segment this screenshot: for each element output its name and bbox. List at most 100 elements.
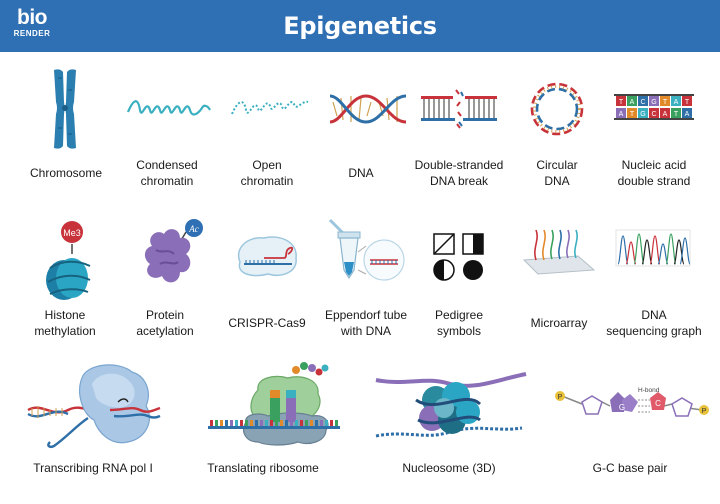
nucleotide-bottom bbox=[627, 108, 637, 118]
microarray-icon bbox=[522, 226, 596, 276]
nucleotide-letter: T bbox=[619, 99, 624, 106]
mrna-base bbox=[285, 420, 288, 426]
label-condensed-chromatin: Condensed chromatin bbox=[136, 158, 198, 188]
label-rna-pol-i: Transcribing RNA pol I bbox=[33, 461, 153, 475]
open-chromatin-icon bbox=[230, 92, 310, 122]
label-nucleic-acid: Nucleic acid double strand bbox=[617, 158, 691, 188]
guanine-label: G bbox=[619, 403, 625, 412]
phosphate-right: P bbox=[702, 408, 707, 415]
dna-break-icon bbox=[421, 88, 497, 130]
chromosome-icon bbox=[50, 68, 80, 150]
label-eppendorf-tube: Eppendorf tube with DNA bbox=[324, 308, 408, 338]
dna-helix-icon bbox=[329, 92, 407, 126]
mrna-base bbox=[255, 420, 258, 426]
mrna-base bbox=[260, 420, 263, 426]
nucleotide-bottom bbox=[660, 108, 670, 118]
logo-subtext: RENDER bbox=[13, 29, 51, 38]
gc-base-pair-icon: P G H-bond C P bbox=[552, 384, 712, 434]
label-translating-ribosome: Translating ribosome bbox=[207, 461, 319, 475]
nucleotide-top bbox=[616, 96, 626, 106]
label-crispr-cas9: CRISPR-Cas9 bbox=[228, 316, 306, 330]
label-dna: DNA bbox=[348, 166, 374, 180]
label-dna-break: Double-stranded DNA break bbox=[414, 158, 504, 188]
nucleotide-top bbox=[649, 96, 659, 106]
nucleotide-letter: A bbox=[685, 111, 690, 118]
mrna-base bbox=[215, 420, 218, 426]
nucleotide-top bbox=[627, 96, 637, 106]
mrna-base bbox=[245, 420, 248, 426]
label-gc-base-pair: G-C base pair bbox=[592, 461, 668, 475]
nucleotide-letter: T bbox=[674, 111, 679, 118]
nucleotide-bottom bbox=[649, 108, 659, 118]
nucleotide-bottom bbox=[616, 108, 626, 118]
nucleosome-3d-icon bbox=[375, 370, 527, 442]
histone-methylation-icon: Me3 bbox=[42, 220, 96, 300]
label-microarray: Microarray bbox=[530, 316, 588, 330]
mrna-base bbox=[225, 420, 228, 426]
label-open-chromatin: Open chromatin bbox=[240, 158, 294, 188]
mrna-base bbox=[240, 420, 243, 426]
mrna-base bbox=[300, 420, 303, 426]
mrna-base bbox=[230, 420, 233, 426]
mrna-base bbox=[305, 420, 308, 426]
logo-text: bio bbox=[17, 6, 48, 29]
label-protein-acetylation: Protein acetylation bbox=[136, 308, 194, 338]
condensed-chromatin-icon bbox=[126, 94, 212, 122]
nucleotide-bottom bbox=[638, 108, 648, 118]
mrna-base bbox=[290, 420, 293, 426]
mrna-base bbox=[270, 420, 273, 426]
cytosine-label: C bbox=[655, 399, 661, 408]
mrna-base bbox=[330, 420, 333, 426]
mrna-base bbox=[220, 420, 223, 426]
label-histone-methylation: Histone methylation bbox=[34, 308, 96, 338]
mrna-base bbox=[280, 420, 283, 426]
label-nucleosome-3d: Nucleosome (3D) bbox=[402, 461, 496, 475]
rna-pol-i-icon bbox=[27, 362, 161, 452]
nucleotide-letter: A bbox=[663, 111, 668, 118]
translating-ribosome-icon bbox=[208, 360, 340, 450]
nucleotide-letter: A bbox=[619, 111, 624, 118]
nucleotide-letter: C bbox=[651, 111, 656, 118]
protein-acetylation-icon: Ac bbox=[140, 218, 206, 290]
biorender-logo[interactable]: bio RENDER bbox=[12, 7, 52, 39]
nucleotide-letter: A bbox=[630, 99, 635, 106]
ac-badge: Ac bbox=[188, 224, 199, 234]
crispr-cas9-icon bbox=[234, 232, 302, 278]
mrna-base bbox=[325, 420, 328, 426]
mrna-base bbox=[295, 420, 298, 426]
circular-dna-icon bbox=[526, 78, 588, 140]
mrna-base bbox=[335, 420, 338, 426]
label-chromosome: Chromosome bbox=[29, 166, 103, 180]
nucleotide-letter: G bbox=[640, 111, 645, 118]
nucleotide-top bbox=[660, 96, 670, 106]
nucleotide-letter: G bbox=[651, 99, 656, 106]
mrna-base bbox=[210, 420, 213, 426]
nucleotide-top bbox=[682, 96, 692, 106]
label-circular-dna: Circular DNA bbox=[536, 158, 578, 188]
nucleotide-top bbox=[638, 96, 648, 106]
phosphate-left: P bbox=[558, 394, 563, 401]
nucleotide-bottom bbox=[671, 108, 681, 118]
nucleotide-letter: C bbox=[640, 99, 645, 106]
nucleotide-letter: T bbox=[630, 111, 635, 118]
nucleotide-letter: A bbox=[674, 99, 679, 106]
hbond-label: H-bond bbox=[638, 387, 660, 394]
dna-sequencing-graph-icon bbox=[615, 229, 691, 270]
nucleotide-letter: T bbox=[685, 99, 690, 106]
mrna-base bbox=[265, 420, 268, 426]
nucleotide-letter: T bbox=[663, 99, 668, 106]
label-pedigree-symbols: Pedigree symbols bbox=[434, 308, 484, 338]
label-dna-sequencing-graph: DNA sequencing graph bbox=[606, 308, 702, 338]
nucleotide-top bbox=[671, 96, 681, 106]
mrna-base bbox=[315, 420, 318, 426]
mrna-base bbox=[310, 420, 313, 426]
mrna-base bbox=[250, 420, 253, 426]
me3-badge: Me3 bbox=[63, 228, 81, 238]
nucleotide-bottom bbox=[682, 108, 692, 118]
mrna-base bbox=[235, 420, 238, 426]
mrna-base bbox=[320, 420, 323, 426]
header-bar: bio RENDER Epigenetics bbox=[0, 0, 720, 52]
mrna-base bbox=[275, 420, 278, 426]
eppendorf-tube-icon bbox=[322, 218, 406, 284]
